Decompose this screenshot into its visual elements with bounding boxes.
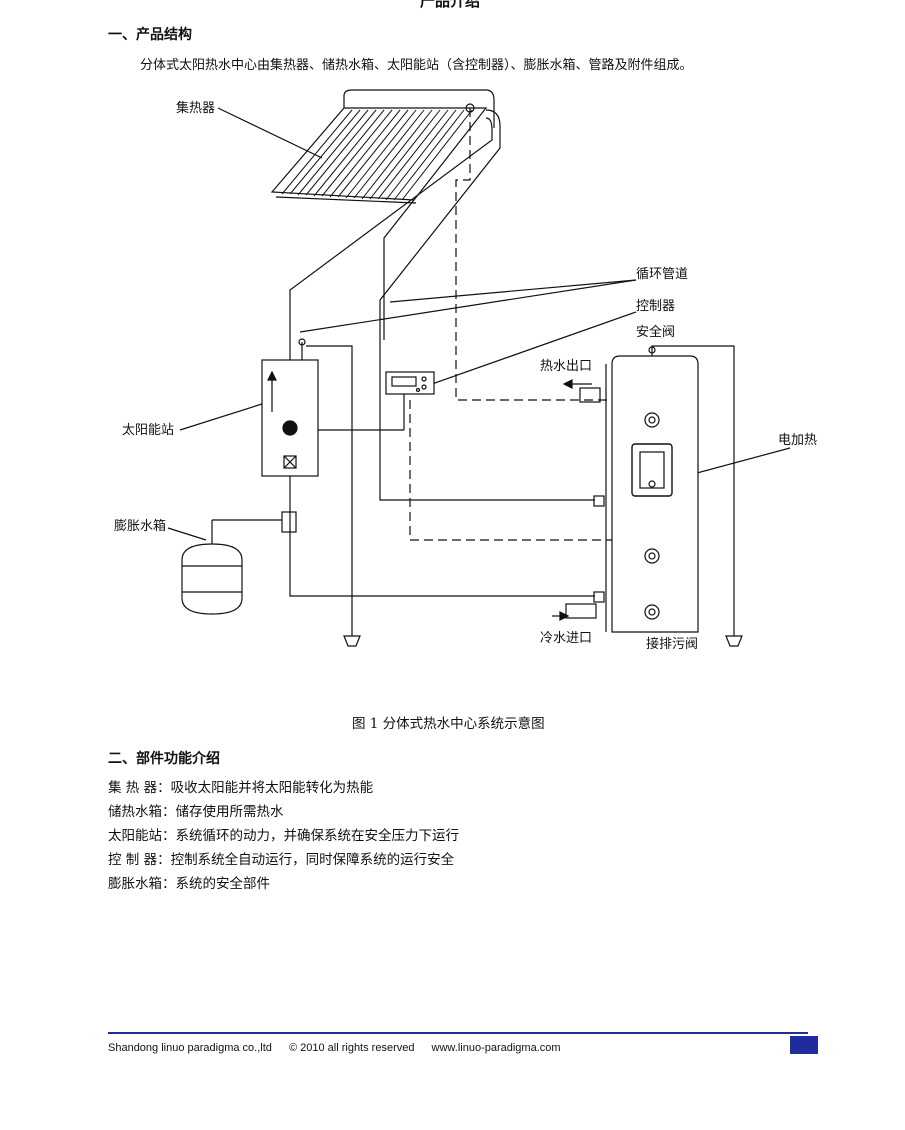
figure-caption: 图 1 分体式热水中心系统示意图 [352, 716, 545, 732]
item-name: 控 制 器： [108, 852, 171, 868]
item-desc: 储存使用所需热水 [175, 804, 284, 820]
footer-divider [108, 1032, 808, 1034]
label-drain-valve: 接排污阀 [646, 636, 698, 652]
list-item: 储热水箱：储存使用所需热水 [108, 800, 459, 824]
label-collector: 集热器 [176, 100, 215, 116]
item-name: 膨胀水箱： [108, 876, 176, 892]
item-desc: 吸收太阳能并将太阳能转化为热能 [170, 780, 374, 796]
item-desc: 系统循环的动力，并确保系统在安全压力下运行 [175, 828, 460, 844]
list-item: 控 制 器：控制系统全自动运行，同时保障系统的运行安全 [108, 848, 459, 872]
footer-company: Shandong linuo paradigma co.,ltd [108, 1042, 272, 1054]
page-number-badge [790, 1036, 818, 1054]
section-2-title: 二、部件功能介绍 [108, 751, 220, 767]
item-name: 集 热 器： [108, 780, 171, 796]
list-item: 太阳能站：系统循环的动力，并确保系统在安全压力下运行 [108, 824, 459, 848]
item-desc: 控制系统全自动运行，同时保障系统的运行安全 [170, 852, 455, 868]
function-list: 集 热 器：吸收太阳能并将太阳能转化为热能 储热水箱：储存使用所需热水 太阳能站… [108, 776, 459, 896]
page-header-title: 产品介绍 [420, 0, 481, 10]
item-name: 太阳能站： [108, 828, 176, 844]
label-electric-heater: 电加热 [778, 433, 817, 448]
system-diagram: 集热器 循环管道 控制器 安全阀 热水出口 太阳能站 电加热 膨胀水箱 冷水进口… [114, 89, 817, 652]
item-desc: 系统的安全部件 [175, 876, 271, 892]
collector-panel [270, 89, 495, 204]
label-cold-water-inlet: 冷水进口 [540, 631, 592, 646]
section-1-title: 一、产品结构 [108, 27, 192, 43]
label-hot-water-outlet: 热水出口 [540, 359, 592, 374]
footer: Shandong linuo paradigma co.,ltd © 2010 … [108, 1042, 575, 1054]
label-controller: 控制器 [636, 299, 675, 314]
label-expansion-tank: 膨胀水箱 [114, 518, 166, 534]
label-solar-station: 太阳能站 [122, 423, 174, 438]
item-name: 储热水箱： [108, 804, 176, 820]
list-item: 集 热 器：吸收太阳能并将太阳能转化为热能 [108, 776, 459, 800]
label-circulation-pipe: 循环管道 [636, 267, 688, 282]
footer-copyright: © 2010 all rights reserved [288, 1042, 415, 1054]
footer-website: www.linuo-paradigma.com [431, 1042, 561, 1054]
section-1-intro: 分体式太阳热水中心由集热器、储热水箱、太阳能站（含控制器）、膨胀水箱、管路及附件… [140, 58, 693, 73]
list-item: 膨胀水箱：系统的安全部件 [108, 872, 459, 896]
label-safety-valve: 安全阀 [636, 324, 675, 340]
